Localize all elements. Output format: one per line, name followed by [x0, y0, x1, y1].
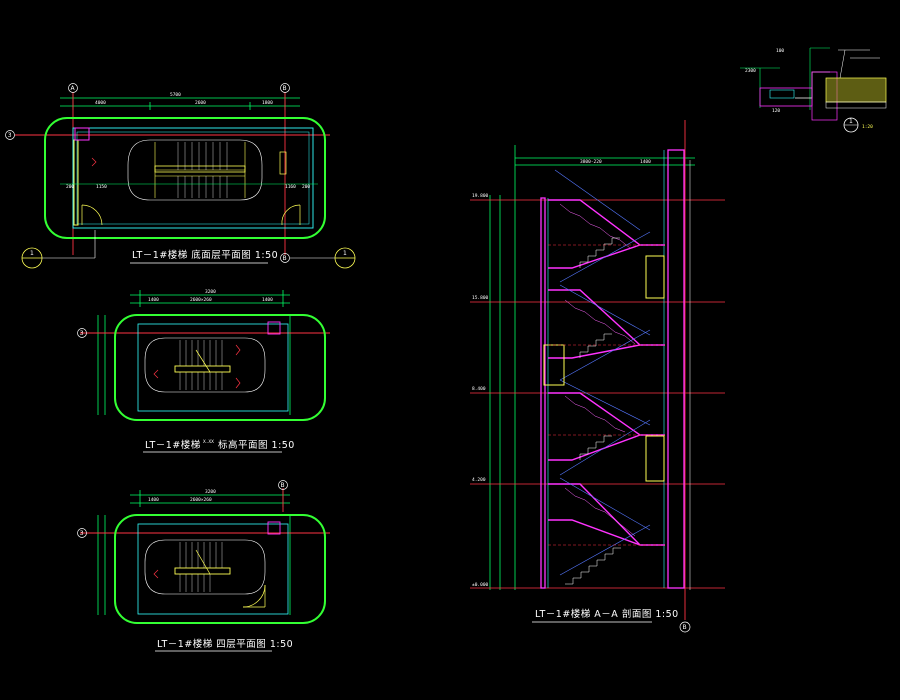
- section-mark-left: 1: [30, 250, 34, 257]
- svg-text:8.400: 8.400: [472, 386, 486, 392]
- svg-text:4000: 4000: [95, 100, 106, 106]
- axis-3-label: 3: [8, 132, 12, 139]
- svg-text:5700: 5700: [170, 92, 181, 98]
- axis-3-label-fourth: 3: [80, 530, 84, 537]
- svg-text:3200: 3200: [205, 489, 216, 495]
- axis-b-label: B: [283, 85, 287, 92]
- section-title: LT－1#楼梯 A－A 剖面图 1:50: [535, 608, 679, 620]
- axis-3-label-typical: 3: [80, 330, 84, 337]
- plan-typical-title-small: X.XX: [203, 439, 214, 445]
- plan-fourth-floor: 3200 2600×260 1400 3 B: [77, 480, 330, 652]
- detail-1: 1 1:20 2300 100 120: [740, 47, 887, 133]
- axis-a-label: A: [71, 85, 76, 92]
- plan-typical-floor: 3200 2600×260 1400 1400 3 LT: [77, 289, 330, 453]
- detail-bubble-label: 1: [849, 118, 853, 125]
- svg-text:2600×260: 2600×260: [190, 297, 212, 303]
- svg-text:1800: 1800: [262, 100, 273, 106]
- section-mark-right: 1: [343, 250, 347, 257]
- axis-b-bottom-label: B: [283, 255, 287, 262]
- plan-fourth-title: LT－1#楼梯 四层平面图 1:50: [157, 638, 293, 650]
- plan-ground-floor: 5700 4000 2600 1800 A B 3 B: [5, 83, 356, 269]
- svg-text:1400: 1400: [148, 497, 159, 503]
- svg-text:2600: 2600: [195, 100, 206, 106]
- axis-b-label-fourth: B: [281, 482, 285, 489]
- svg-text:19.800: 19.800: [472, 193, 489, 199]
- svg-text:200: 200: [302, 184, 310, 190]
- svg-text:1160: 1160: [285, 184, 296, 190]
- svg-text:1400: 1400: [262, 297, 273, 303]
- plan-typical-title-suffix: 标高平面图 1:50: [218, 439, 295, 451]
- svg-text:2600×260: 2600×260: [190, 497, 212, 503]
- svg-text:3800-220: 3800-220: [580, 159, 602, 165]
- plan-typical-title: LT－1#楼梯: [145, 439, 201, 451]
- svg-text:3200: 3200: [205, 289, 216, 295]
- svg-text:2300: 2300: [745, 68, 756, 74]
- section-axis-b-label: B: [683, 624, 687, 631]
- plan-ground-title: LT－1#楼梯 底面层平面图 1:50: [132, 249, 278, 261]
- detail-scale: 1:20: [862, 124, 873, 130]
- svg-text:1400: 1400: [148, 297, 159, 303]
- svg-text:±0.000: ±0.000: [472, 582, 489, 588]
- svg-text:4.200: 4.200: [472, 477, 486, 483]
- svg-text:1150: 1150: [96, 184, 107, 190]
- svg-text:120: 120: [772, 108, 780, 114]
- svg-text:200: 200: [66, 184, 74, 190]
- svg-text:1400: 1400: [640, 159, 651, 165]
- section-a-a: 3800-220 1400 B: [470, 120, 725, 633]
- svg-text:100: 100: [776, 48, 784, 54]
- svg-text:15.800: 15.800: [472, 295, 489, 301]
